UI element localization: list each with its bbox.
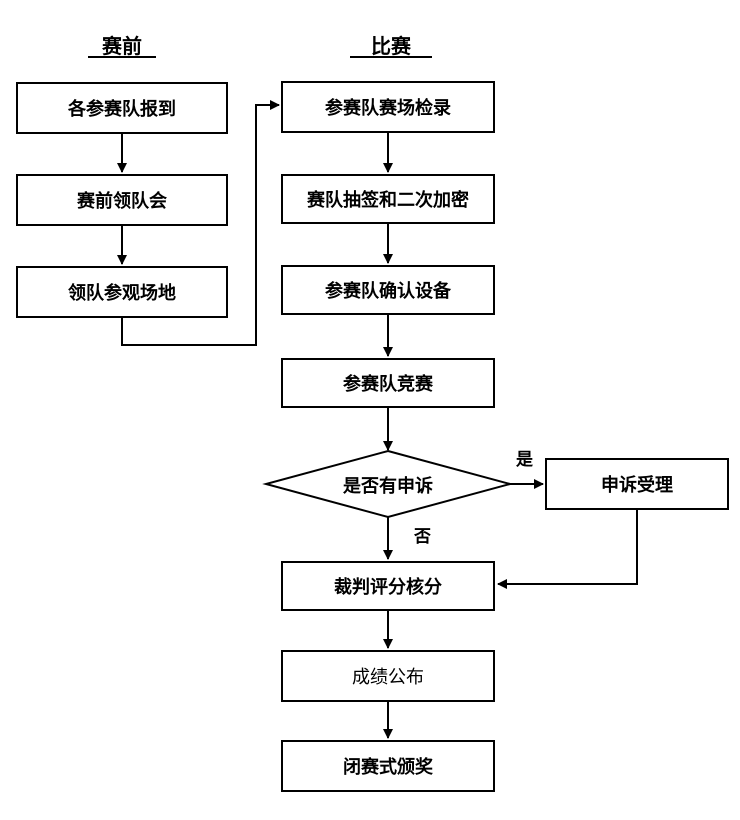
step-appeal: 申诉受理: [545, 458, 729, 510]
connector-pre-to-main: [121, 100, 280, 346]
heading-pre-underline: [88, 56, 156, 58]
step-pre-2: 赛前领队会: [16, 174, 228, 226]
step-main-1: 参赛队赛场检录: [281, 81, 495, 133]
heading-main: 比赛: [371, 34, 411, 58]
connector-appeal-to-scoring: [497, 508, 638, 589]
step-final-3: 闭赛式颁奖: [281, 740, 495, 792]
step-main-4: 参赛队竞赛: [281, 358, 495, 408]
step-final-1: 裁判评分核分: [281, 561, 495, 611]
decision-yes-label: 是: [516, 450, 533, 470]
step-final-2: 成绩公布: [281, 650, 495, 702]
heading-pre: 赛前: [102, 34, 142, 58]
decision-text: 是否有申诉: [343, 476, 433, 497]
decision-no-label: 否: [414, 527, 431, 547]
step-pre-3: 领队参观场地: [16, 266, 228, 318]
step-main-3: 参赛队确认设备: [281, 265, 495, 315]
step-pre-1: 各参赛队报到: [16, 82, 228, 134]
heading-main-underline: [350, 56, 432, 58]
step-main-2: 赛队抽签和二次加密: [281, 174, 495, 224]
